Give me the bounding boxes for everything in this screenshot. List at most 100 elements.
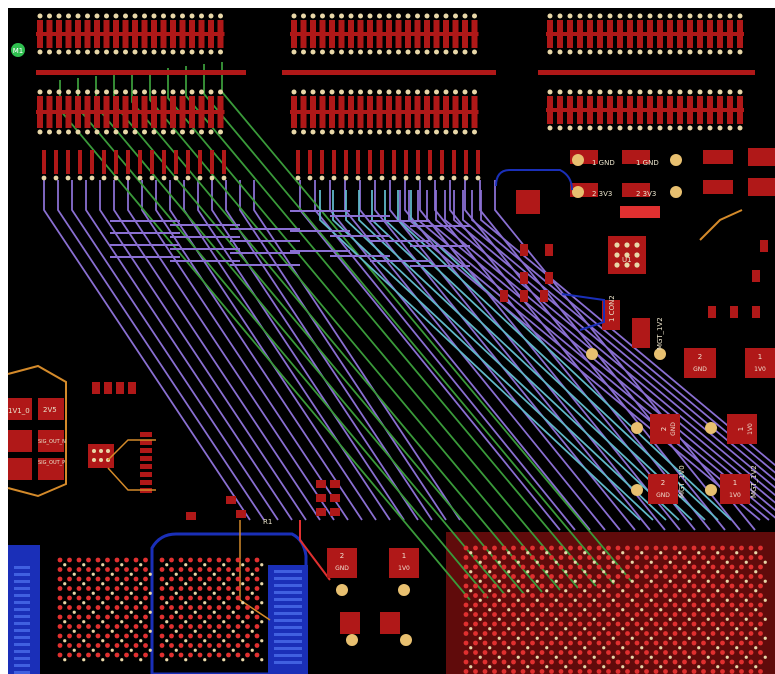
pin-via	[37, 13, 43, 19]
bga-ball	[178, 567, 184, 572]
bga-ball	[114, 652, 120, 658]
pin-via	[637, 89, 643, 95]
bga-ball	[169, 614, 174, 620]
bga-ball	[691, 621, 697, 627]
bga-via	[222, 601, 226, 605]
stub	[320, 150, 324, 174]
bga-ball	[133, 567, 139, 572]
bga-via	[184, 582, 188, 586]
bga-via	[165, 658, 169, 662]
label-2v5-a: 2V5	[43, 406, 57, 414]
pin-via	[627, 13, 633, 19]
bga-ball	[710, 583, 716, 589]
pin-via	[607, 125, 613, 131]
bga-ball	[701, 612, 706, 617]
blue-trace	[561, 293, 605, 331]
pin-via	[607, 49, 613, 55]
bga-via	[763, 636, 767, 640]
pin-via	[123, 89, 128, 95]
bga-ball	[568, 545, 573, 551]
bga-via	[754, 589, 758, 593]
bga-ball	[691, 574, 697, 579]
bga-ball	[159, 576, 165, 582]
bga-via	[649, 560, 653, 564]
resistor	[540, 290, 548, 302]
pin-via	[66, 129, 71, 135]
bga-via	[250, 572, 254, 576]
pin-via	[547, 89, 553, 95]
bga-ball	[67, 633, 72, 639]
bga-ball	[644, 602, 649, 608]
resistor	[140, 448, 152, 453]
bga-ball	[67, 614, 72, 620]
meander	[170, 248, 240, 250]
bga-via	[165, 639, 169, 643]
meander	[170, 236, 240, 238]
bga-ball	[758, 593, 763, 598]
stub	[66, 150, 70, 174]
bga-ball	[672, 555, 678, 560]
connector-pin	[697, 20, 703, 48]
trace	[113, 180, 321, 521]
bga-ball	[748, 593, 754, 598]
connector-pin	[627, 20, 633, 48]
bga-ball	[57, 643, 63, 648]
bga-ball	[672, 659, 678, 665]
trace	[434, 180, 696, 531]
via	[65, 175, 71, 181]
bga-ball	[549, 631, 554, 636]
meander	[290, 230, 350, 232]
bga-via	[241, 601, 245, 605]
pin-via	[697, 13, 703, 19]
bga-ball	[748, 583, 754, 589]
pin-via	[717, 13, 723, 19]
bga-ball	[653, 640, 659, 646]
bga-via	[101, 658, 105, 662]
big-pad: 2 GND	[650, 414, 680, 444]
bga-ball	[577, 574, 583, 579]
bga-ball	[729, 659, 735, 665]
bga-ball	[207, 595, 212, 601]
pin-via	[208, 49, 214, 55]
bga-ball	[105, 586, 110, 591]
bga-via	[716, 665, 720, 669]
meander	[330, 255, 390, 257]
pin-via	[310, 129, 316, 135]
connector-top-right	[546, 13, 744, 55]
connector-bar	[290, 32, 479, 36]
bga-via	[184, 601, 188, 605]
bga-via	[184, 639, 188, 643]
meander	[330, 235, 390, 237]
bga-ball	[663, 659, 668, 665]
connector-pin	[637, 20, 643, 48]
pin-via	[104, 89, 109, 95]
connector-pin	[567, 96, 573, 124]
big-pad-net: GND	[670, 422, 677, 436]
bga-via	[488, 589, 492, 593]
connector-bar	[546, 32, 744, 36]
pin-via	[577, 13, 583, 19]
bga-ball	[758, 659, 763, 665]
bga-ball	[644, 593, 649, 598]
pin-via	[677, 125, 683, 131]
pin-via	[415, 13, 420, 19]
bga-ball	[625, 564, 630, 570]
bga-ball	[124, 652, 129, 658]
bga-ball	[235, 652, 241, 658]
bga-via	[222, 563, 226, 567]
pin-via	[151, 13, 157, 19]
pin-via	[132, 129, 138, 135]
connector-pin	[151, 20, 157, 48]
bga-via	[640, 608, 644, 612]
label-3v3-1: 2 3V3	[592, 190, 612, 198]
bga-via	[231, 648, 235, 652]
bga-via	[507, 608, 511, 612]
bga-via	[203, 563, 207, 567]
origin-marker-label: M1	[13, 47, 24, 55]
stub	[392, 150, 396, 174]
bga-ball	[530, 574, 535, 579]
bga-ball	[691, 640, 697, 646]
bga-ball	[758, 564, 763, 570]
connector-pin	[717, 96, 723, 124]
plane-pin	[14, 657, 30, 660]
